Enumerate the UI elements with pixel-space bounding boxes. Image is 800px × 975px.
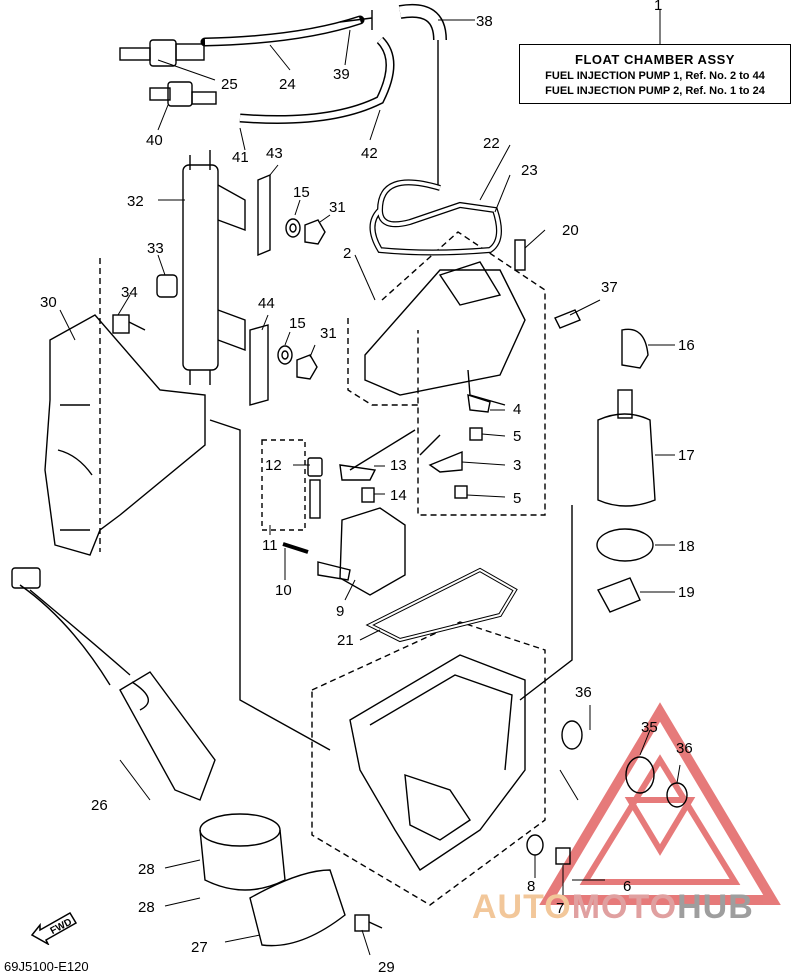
callout-35: 35 — [641, 719, 658, 736]
callout-39: 39 — [333, 66, 350, 83]
callout-41: 41 — [232, 149, 249, 166]
callout-12: 12 — [265, 457, 282, 474]
watermark-hub: HUB — [677, 888, 754, 926]
callout-36: 36 — [676, 740, 693, 757]
callout-24: 24 — [279, 76, 296, 93]
callout-18: 18 — [678, 538, 695, 555]
callout-2: 2 — [343, 245, 351, 262]
callout-7: 7 — [556, 900, 564, 917]
fwd-arrow-icon: FWD — [30, 911, 78, 945]
callout-6: 6 — [623, 878, 631, 895]
callout-22: 22 — [483, 135, 500, 152]
callout-27: 27 — [191, 939, 208, 956]
callout-33: 33 — [147, 240, 164, 257]
callout-38: 38 — [476, 13, 493, 30]
assembly-title-box: FLOAT CHAMBER ASSY FUEL INJECTION PUMP 1… — [519, 44, 791, 104]
callout-26: 26 — [91, 797, 108, 814]
callout-19: 19 — [678, 584, 695, 601]
callout-14: 14 — [390, 487, 407, 504]
callout-5: 5 — [513, 490, 521, 507]
watermark-triangle-logo — [539, 702, 781, 905]
diagram-code: 69J5100-E120 — [4, 959, 89, 974]
callout-36: 36 — [575, 684, 592, 701]
callout-32: 32 — [127, 193, 144, 210]
callout-29: 29 — [378, 959, 395, 975]
callout-15: 15 — [293, 184, 310, 201]
callout-44: 44 — [258, 295, 275, 312]
callout-10: 10 — [275, 582, 292, 599]
callout-16: 16 — [678, 337, 695, 354]
callout-28: 28 — [138, 861, 155, 878]
callout-8: 8 — [527, 878, 535, 895]
watermark-moto: MOTO — [571, 888, 678, 926]
callout-28: 28 — [138, 899, 155, 916]
callout-15: 15 — [289, 315, 306, 332]
callout-9: 9 — [336, 603, 344, 620]
callout-20: 20 — [562, 222, 579, 239]
assembly-note-pump-1: FUEL INJECTION PUMP 1, Ref. No. 2 to 44 — [545, 70, 765, 82]
callout-31: 31 — [329, 199, 346, 216]
watermark-logo: AUTOMOTOHUB — [472, 888, 754, 927]
callout-37: 37 — [601, 279, 618, 296]
callout-1: 1 — [654, 0, 662, 14]
callout-31: 31 — [320, 325, 337, 342]
callout-21: 21 — [337, 632, 354, 649]
assembly-title: FLOAT CHAMBER ASSY — [575, 52, 735, 67]
callout-11: 11 — [262, 537, 278, 554]
callout-23: 23 — [521, 162, 538, 179]
callout-17: 17 — [678, 447, 695, 464]
callout-4: 4 — [513, 401, 521, 418]
callout-25: 25 — [221, 76, 238, 93]
callout-3: 3 — [513, 457, 521, 474]
fwd-label: FWD — [49, 917, 74, 937]
callout-42: 42 — [361, 145, 378, 162]
callout-30: 30 — [40, 294, 57, 311]
callout-labels: 1 2 3 4 5 5 6 7 8 9 10 11 12 13 14 15 15… — [40, 0, 695, 975]
callout-43: 43 — [266, 145, 283, 162]
assembly-note-pump-2: FUEL INJECTION PUMP 2, Ref. No. 1 to 24 — [545, 85, 765, 97]
callout-13: 13 — [390, 457, 407, 474]
callout-40: 40 — [146, 132, 163, 149]
callout-34: 34 — [121, 284, 138, 301]
watermark-auto: AUTO — [472, 888, 572, 926]
callout-5: 5 — [513, 428, 521, 445]
